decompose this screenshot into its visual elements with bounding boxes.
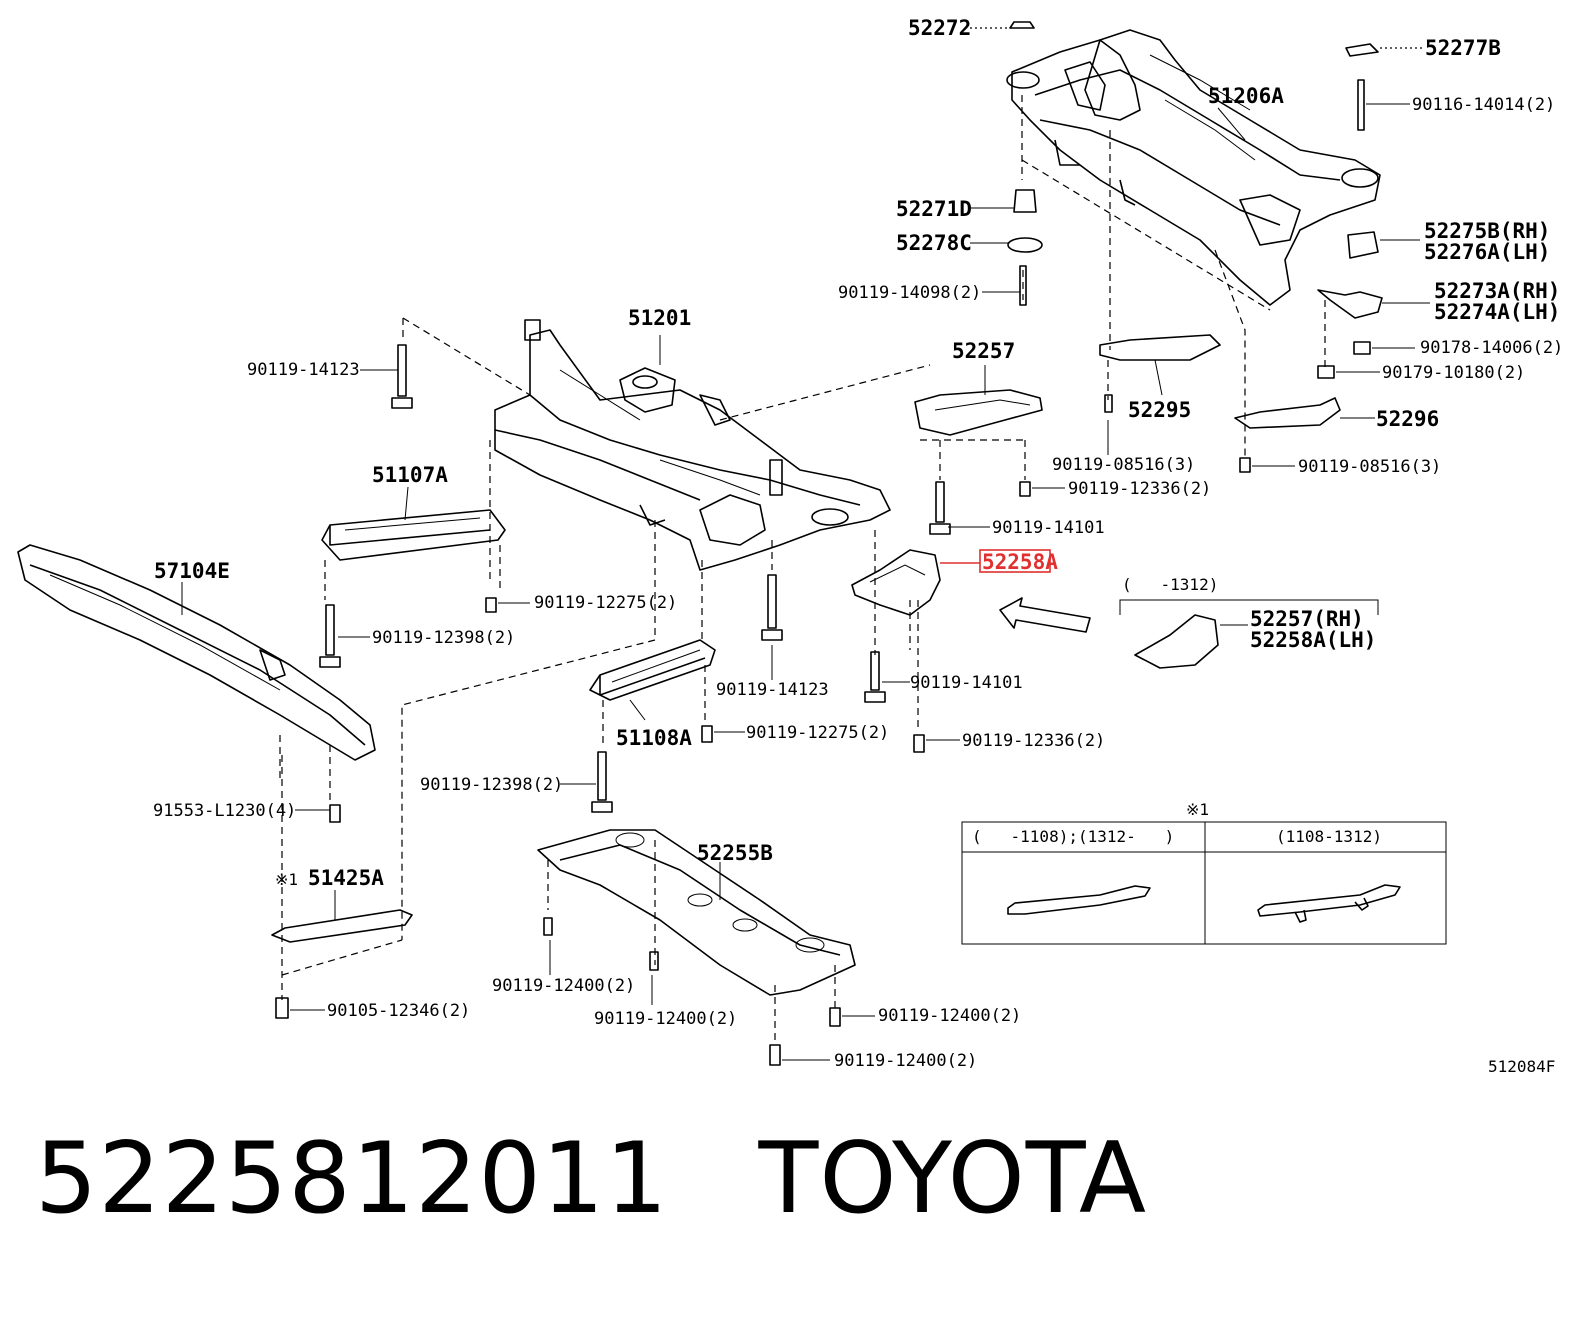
label-90119-12400-b: 90119-12400(2) <box>594 1009 737 1029</box>
label-90119-12336-a: 90119-12336(2) <box>1068 479 1211 499</box>
label-90178-14006: 90178-14006(2) <box>1420 338 1563 358</box>
label-52278c: 52278C <box>896 231 972 255</box>
label-90119-12398-a: 90119-12398(2) <box>372 628 515 648</box>
label-52255b: 52255B <box>697 841 773 865</box>
brace-rh-lh-drawing <box>1134 614 1219 669</box>
inset-bar-1 <box>1007 885 1151 915</box>
bar-52296-drawing <box>1234 397 1341 429</box>
label-51201: 51201 <box>628 306 691 330</box>
label-90119-12398-b: 90119-12398(2) <box>420 775 563 795</box>
label-52272: 52272 <box>908 16 971 40</box>
diagram-code: 512084F <box>1488 1057 1555 1076</box>
label-90119-14123-b: 90119-14123 <box>716 680 829 700</box>
label-51425a: 51425A <box>308 866 384 890</box>
part-labels: 52272 52277B 90116-14014(2) 51206A 52271… <box>153 16 1563 1076</box>
label-90179-10180: 90179-10180(2) <box>1382 363 1525 383</box>
label-90119-12336-b: 90119-12336(2) <box>962 731 1105 751</box>
bracket-51107a-drawing <box>321 509 506 561</box>
label-51108a: 51108A <box>616 726 692 750</box>
label-90119-08516-a: 90119-08516(3) <box>1052 455 1195 475</box>
label-90119-08516-b: 90119-08516(3) <box>1298 457 1441 477</box>
label-52276a: 52276A(LH) <box>1424 240 1550 264</box>
label-52258a-highlighted: 52258A <box>982 550 1058 574</box>
label-90119-12275-b: 90119-12275(2) <box>746 723 889 743</box>
leader-lines <box>181 27 1430 1061</box>
front-subframe-drawing <box>494 319 891 571</box>
label-note-mark-1: ※1 <box>275 870 298 889</box>
label-91553-l1230: 91553-L1230(4) <box>153 801 296 821</box>
label-51107a: 51107A <box>372 463 448 487</box>
label-57104e: 57104E <box>154 559 230 583</box>
label-range-top: ( -1312) <box>1122 575 1218 594</box>
label-90119-14101-a: 90119-14101 <box>992 518 1105 538</box>
label-90105-12346: 90105-12346(2) <box>327 1001 470 1021</box>
part-number: 5225812011 <box>35 1122 669 1236</box>
label-52277b: 52277B <box>1425 36 1501 60</box>
label-90119-14123-a: 90119-14123 <box>247 360 360 380</box>
direction-arrow-icon <box>999 597 1091 633</box>
label-52273a: 52273A(RH) <box>1434 279 1560 303</box>
bolts <box>275 344 1251 1066</box>
inset-header-col2: (1108-1312) <box>1276 827 1382 846</box>
label-90116-14014: 90116-14014(2) <box>1412 95 1555 115</box>
label-52257-rh: 52257(RH) <box>1250 607 1364 631</box>
label-90119-12275-a: 90119-12275(2) <box>534 593 677 613</box>
label-90119-12400-c: 90119-12400(2) <box>878 1006 1021 1026</box>
label-52295: 52295 <box>1128 398 1191 422</box>
bar-51425a-drawing <box>271 909 413 943</box>
plate-52255b-drawing <box>537 829 856 996</box>
label-90119-14101-b: 90119-14101 <box>910 673 1023 693</box>
member-57104e-drawing <box>17 544 376 761</box>
label-90119-12400-d: 90119-12400(2) <box>834 1051 977 1071</box>
inset-header-col1: ( -1108);(1312- ) <box>972 827 1174 846</box>
rear-subframe-drawing <box>1006 29 1381 306</box>
brand-name: TOYOTA <box>758 1122 1148 1236</box>
label-90119-14098: 90119-14098(2) <box>838 283 981 303</box>
label-52274a: 52274A(LH) <box>1434 300 1560 324</box>
label-52257: 52257 <box>952 339 1015 363</box>
brace-52258a-drawing <box>851 549 941 616</box>
label-52296: 52296 <box>1376 407 1439 431</box>
label-90119-12400-a: 90119-12400(2) <box>492 976 635 996</box>
bar-52295-drawing <box>1099 334 1221 361</box>
label-52275b: 52275B(RH) <box>1424 219 1550 243</box>
rear-mount-parts <box>1007 21 1383 379</box>
label-52258a-lh: 52258A(LH) <box>1250 628 1376 652</box>
inset-frame <box>961 821 1447 945</box>
brace-52257-drawing <box>914 389 1043 436</box>
label-51206a: 51206A <box>1208 84 1284 108</box>
label-52271d: 52271D <box>896 197 972 221</box>
highlight-box <box>979 549 1051 573</box>
inset-table: ※1 ( -1108);(1312- ) (1108-1312) <box>961 800 1447 945</box>
bracket-51108a-drawing <box>589 639 716 701</box>
inset-note-mark: ※1 <box>1186 800 1209 819</box>
inset-bar-2 <box>1257 884 1401 917</box>
